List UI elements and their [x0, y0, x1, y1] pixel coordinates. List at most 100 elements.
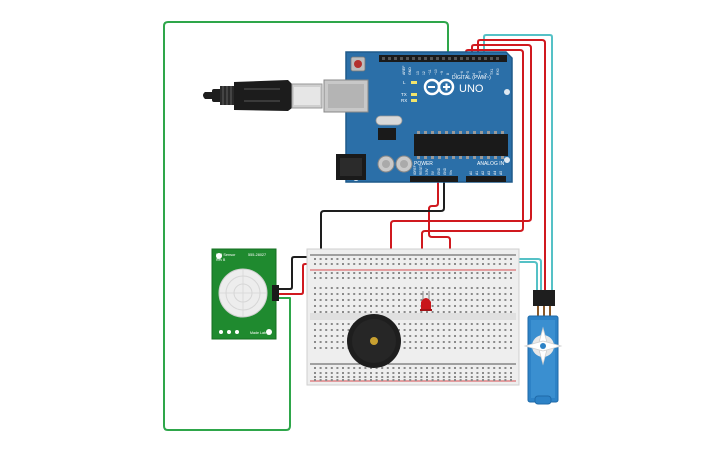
- breadboard-hole: [470, 335, 473, 337]
- breadboard[interactable]: [306, 248, 520, 386]
- pir-motion-sensor[interactable]: PIR Sensor Rev B 555-28027 Made Lab: [211, 248, 279, 340]
- breadboard-hole: [398, 379, 400, 381]
- breadboard-hole: [459, 323, 462, 325]
- breadboard-hole: [342, 277, 344, 279]
- digital-pin-label: 8: [446, 73, 450, 75]
- breadboard-hole: [431, 263, 434, 265]
- power-header[interactable]: [410, 176, 458, 182]
- breadboard-hole: [448, 277, 451, 279]
- breadboard-hole: [431, 341, 434, 343]
- breadboard-hole: [325, 372, 328, 374]
- analog-pin-label: A0: [469, 171, 473, 175]
- wire-red-digital-a[interactable]: [477, 39, 546, 291]
- breadboard-hole: [353, 305, 356, 307]
- breadboard-hole: [342, 376, 344, 378]
- breadboard-hole: [347, 305, 350, 307]
- digital-pwm-label: DIGITAL (PWM~): [452, 75, 491, 81]
- wire-black-pir-gnd[interactable]: [278, 256, 335, 290]
- breadboard-hole: [386, 299, 389, 301]
- wire-red-digital-b[interactable]: [390, 44, 532, 312]
- breadboard-hole: [426, 341, 428, 343]
- wire-cyan-servo-signal-a[interactable]: [483, 34, 553, 291]
- pir-connector[interactable]: [272, 285, 279, 301]
- breadboard-hole: [381, 293, 384, 295]
- breadboard-hole: [398, 287, 400, 289]
- breadboard-hole: [403, 329, 406, 331]
- breadboard-hole: [498, 287, 501, 289]
- breadboard-hole: [426, 329, 428, 331]
- breadboard-hole: [431, 323, 434, 325]
- wire-red-digital-c[interactable]: [421, 49, 524, 292]
- breadboard-hole: [330, 367, 333, 369]
- reset-button-icon[interactable]: [350, 56, 366, 72]
- wire-cyan-breadboard-to-servo-2[interactable]: [507, 261, 538, 291]
- breadboard-hole: [409, 272, 412, 274]
- breadboard-hole: [414, 329, 417, 331]
- breadboard-hole: [448, 305, 451, 307]
- breadboard-hole: [476, 272, 479, 274]
- servo-motor[interactable]: [523, 290, 563, 405]
- breadboard-hole: [476, 299, 479, 301]
- breadboard-hole: [342, 299, 344, 301]
- breadboard-hole: [487, 329, 490, 331]
- breadboard-hole: [442, 293, 445, 295]
- breadboard-hole: [426, 376, 428, 378]
- breadboard-hole: [319, 372, 322, 374]
- breadboard-hole: [403, 347, 406, 349]
- breadboard-hole: [476, 293, 479, 295]
- breadboard-hole: [454, 263, 456, 265]
- breadboard-hole: [409, 263, 412, 265]
- breadboard-hole: [476, 335, 479, 337]
- breadboard-hole: [482, 379, 484, 381]
- power-pin-label: RESET: [419, 164, 423, 175]
- breadboard-hole: [347, 311, 350, 313]
- breadboard-hole: [325, 329, 328, 331]
- breadboard-hole: [409, 376, 412, 378]
- arduino-uno-board[interactable]: L TX RX UNO AREF GND 13: [323, 51, 513, 183]
- breadboard-hole: [414, 341, 417, 343]
- breadboard-hole: [454, 367, 456, 369]
- arduino-logo-icon: [423, 78, 455, 96]
- wire-red-pir-vcc[interactable]: [278, 263, 341, 295]
- breadboard-hole: [465, 341, 468, 343]
- breadboard-hole: [420, 293, 423, 295]
- breadboard-hole: [386, 379, 389, 381]
- breadboard-hole: [437, 299, 440, 301]
- breadboard-hole: [431, 379, 434, 381]
- breadboard-hole: [437, 335, 440, 337]
- wire-cyan-breadboard-to-servo[interactable]: [507, 258, 542, 291]
- breadboard-hole: [448, 287, 451, 289]
- breadboard-hole: [504, 335, 507, 337]
- analog-header[interactable]: [466, 176, 506, 182]
- breadboard-hole: [330, 341, 333, 343]
- breadboard-hole: [319, 305, 322, 307]
- breadboard-hole: [414, 293, 417, 295]
- breadboard-hole: [381, 311, 384, 313]
- breadboard-hole: [314, 263, 316, 265]
- wire-black-gnd[interactable]: [320, 180, 445, 256]
- breadboard-hole: [403, 293, 406, 295]
- wire-green-pir-signal[interactable]: [163, 21, 449, 431]
- breadboard-hole: [414, 376, 417, 378]
- breadboard-hole: [442, 258, 445, 260]
- breadboard-hole: [386, 263, 389, 265]
- breadboard-hole: [364, 287, 367, 289]
- breadboard-hole: [409, 293, 412, 295]
- breadboard-hole: [454, 293, 456, 295]
- breadboard-hole: [454, 258, 456, 260]
- breadboard-hole: [470, 376, 473, 378]
- piezo-buzzer[interactable]: [347, 314, 401, 368]
- red-led[interactable]: [420, 291, 432, 311]
- breadboard-hole: [482, 272, 484, 274]
- breadboard-hole: [403, 263, 406, 265]
- breadboard-hole: [442, 367, 445, 369]
- breadboard-hole: [454, 323, 456, 325]
- wire-red-5v[interactable]: [428, 180, 451, 263]
- breadboard-hole: [347, 293, 350, 295]
- breadboard-hole: [330, 329, 333, 331]
- servo-connector[interactable]: [533, 290, 555, 306]
- breadboard-hole: [314, 299, 316, 301]
- breadboard-hole: [375, 299, 378, 301]
- breadboard-hole: [342, 258, 344, 260]
- breadboard-hole: [420, 272, 423, 274]
